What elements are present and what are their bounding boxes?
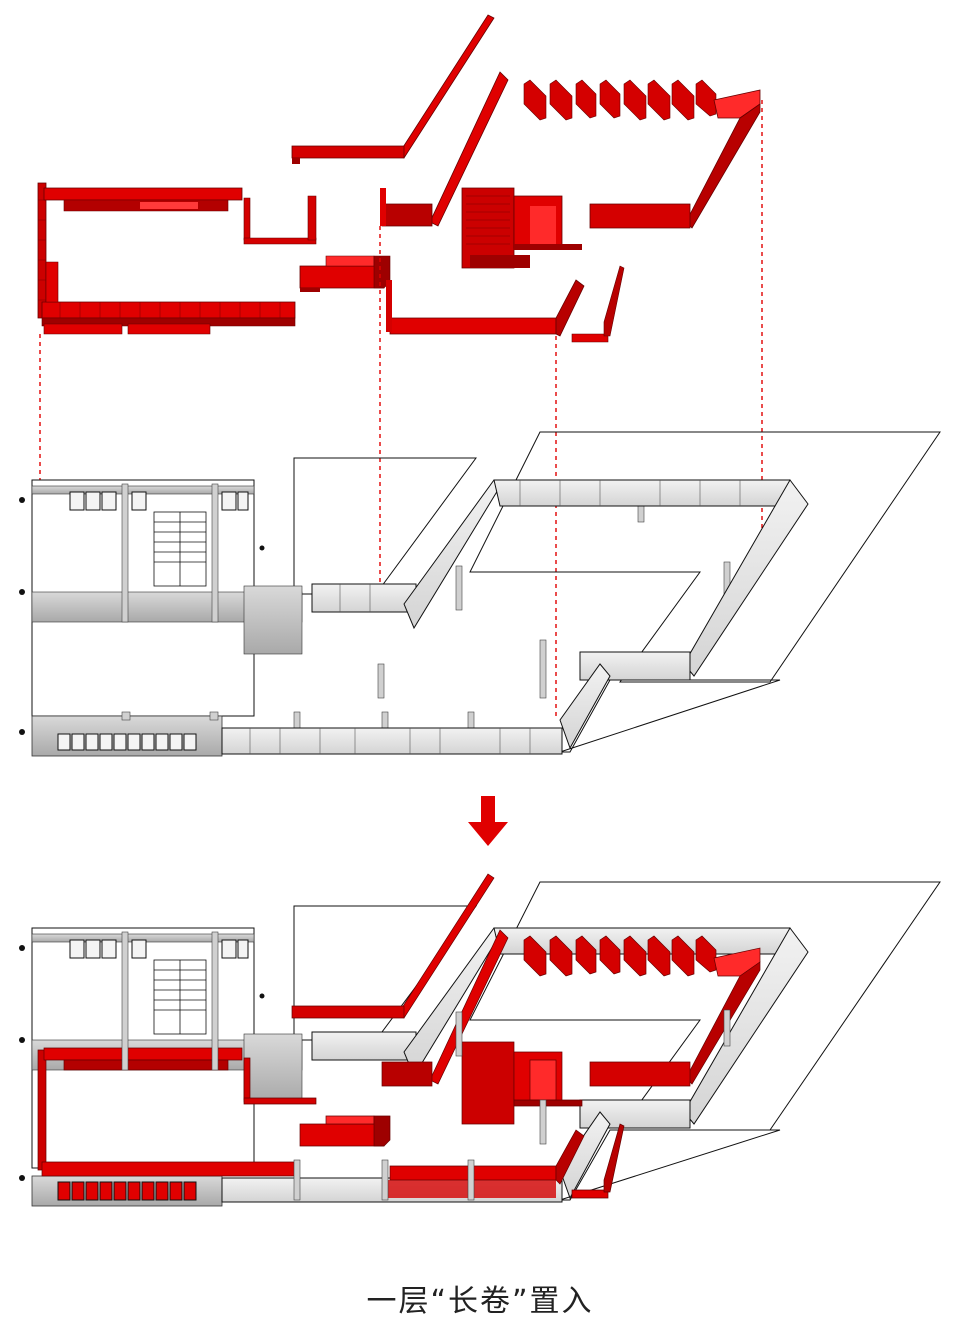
- red-insert-end-piece: [571, 265, 625, 343]
- arrow-down-icon: [468, 796, 508, 846]
- red-insert-stair-block: [461, 187, 582, 269]
- red-insert-north-slant: [291, 14, 495, 164]
- combined-plan: [19, 873, 941, 1207]
- existing-stair: [153, 511, 207, 587]
- red-insert-west-block: [37, 182, 317, 335]
- combined-stair: [153, 959, 207, 1035]
- existing-columns: [121, 483, 731, 753]
- exploded-red-insert: [37, 14, 761, 343]
- existing-plan: [19, 431, 941, 757]
- red-insert-south-slant: [386, 279, 585, 337]
- diagram-caption: 一层“长卷”置入: [366, 1284, 594, 1319]
- combined-windows-top: [69, 939, 249, 959]
- axis-markers: [19, 497, 265, 735]
- combined-columns: [121, 931, 731, 1201]
- existing-windows-south: [57, 733, 197, 751]
- combined-axis-markers: [19, 945, 265, 1181]
- red-insert-center-fragment: [299, 255, 391, 292]
- combined-red-insert: [37, 873, 761, 1199]
- existing-windows-top: [69, 491, 249, 511]
- red-insert-mid-slant: [380, 71, 509, 227]
- red-insert-fins: [523, 79, 717, 121]
- combined-windows-south: [57, 1181, 197, 1201]
- red-insert-east-wall: [589, 89, 761, 229]
